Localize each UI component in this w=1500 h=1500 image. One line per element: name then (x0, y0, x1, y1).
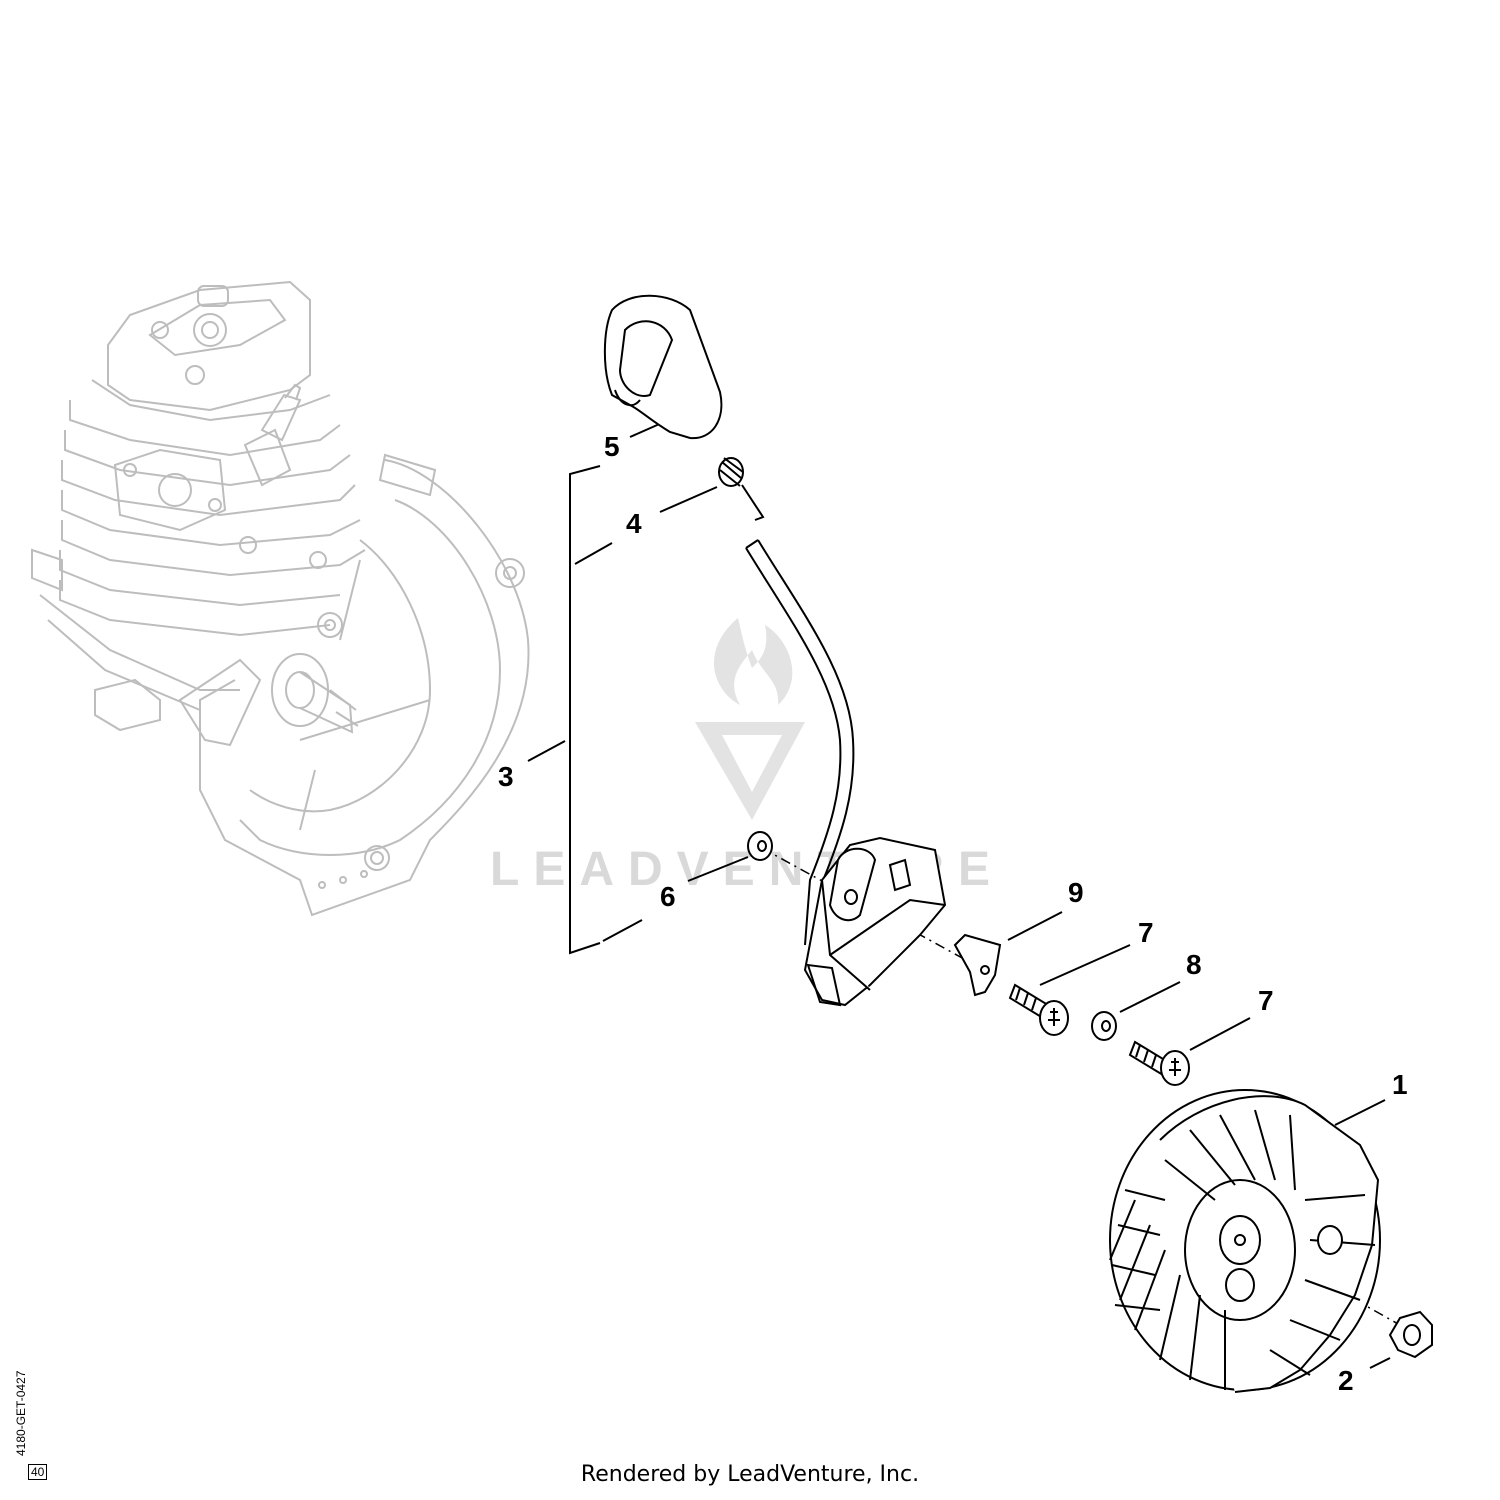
screw-7-upper (1008, 983, 1069, 1036)
leader-line-3 (527, 740, 566, 762)
callout-5: 5 (604, 431, 620, 462)
assembly-axis-coil (761, 847, 976, 966)
callout-8: 8 (1186, 949, 1202, 980)
engine-assembly (31, 280, 530, 917)
callout-1: 1 (1392, 1069, 1408, 1100)
leader-line-4 (659, 486, 718, 513)
leader-line-7a (1039, 944, 1131, 986)
callout-4: 4 (626, 508, 642, 539)
ignition-lead (745, 539, 855, 949)
callout-7-lower: 7 (1258, 985, 1274, 1016)
flame-logo-icon (713, 618, 793, 705)
callout-labels: 5 4 3 6 9 7 8 7 1 2 (498, 431, 1408, 1396)
drawing-code-box: 40 (28, 1464, 48, 1480)
callout-6: 6 (660, 881, 676, 912)
ground-terminal (953, 933, 1002, 997)
leader-line-7b (1189, 1017, 1251, 1051)
v-logo-icon (695, 722, 805, 820)
screw-7-lower (1128, 1040, 1190, 1086)
kit-bracket (569, 465, 601, 955)
callout-7-upper: 7 (1138, 917, 1154, 948)
washer-6 (747, 831, 773, 861)
spark-plug-boot (603, 294, 723, 440)
drawing-code: 4180-GET-0427 40 (14, 1371, 48, 1480)
hex-nut (1388, 1310, 1433, 1359)
callout-9: 9 (1068, 877, 1084, 908)
kit-bracket-line (569, 465, 601, 955)
leader-line-6 (687, 856, 749, 882)
flywheel (1109, 1089, 1381, 1393)
leader-line-8 (1119, 981, 1181, 1013)
ignition-module (803, 836, 947, 1007)
drawing-code-text: 4180-GET-0427 (14, 1370, 28, 1456)
leader-line-spring-hook (741, 484, 765, 521)
leader-line-6-bracket (602, 919, 643, 942)
leader-line-2 (1369, 1357, 1391, 1369)
callout-2: 2 (1338, 1365, 1354, 1396)
footer-credit: Rendered by LeadVenture, Inc. (580, 1462, 920, 1487)
leader-line-1 (1334, 1099, 1386, 1126)
leader-line-4-bracket (574, 542, 613, 565)
leader-line-9 (1007, 911, 1063, 941)
washer-8 (1091, 1011, 1117, 1041)
callout-3: 3 (498, 761, 514, 792)
spring (718, 457, 744, 487)
